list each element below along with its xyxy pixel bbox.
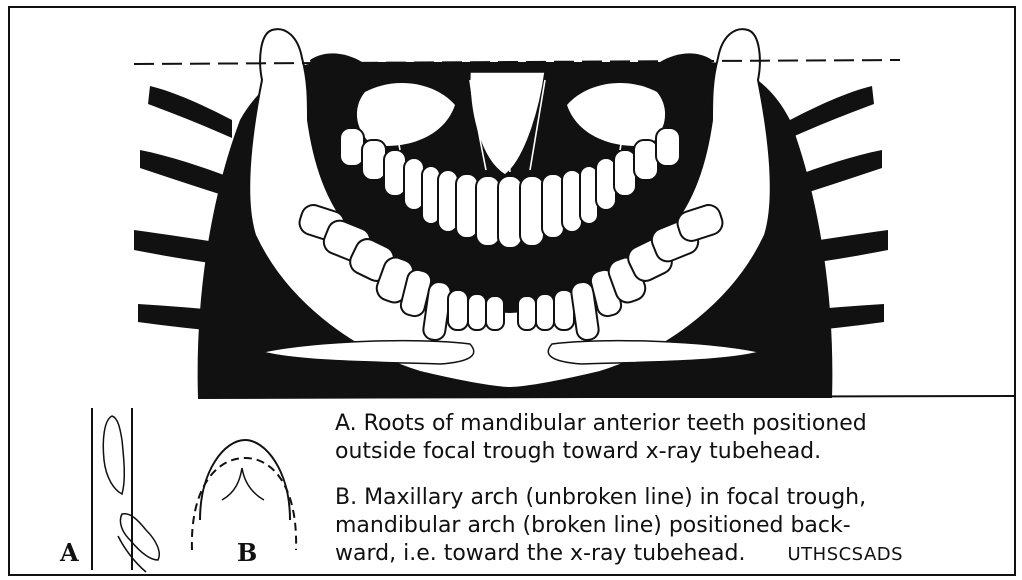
caption-b-line-1: B. Maxillary arch (unbroken line) in foc… [335, 484, 1005, 512]
caption-b-line-3: ward, i.e. toward the x-ray tubehead. UTH… [335, 540, 1005, 569]
incisor-lower-outline [120, 514, 159, 560]
incisor-upper-outline [103, 416, 124, 494]
caption-a-line-2: outside focal trough toward x-ray tubehe… [335, 438, 995, 466]
caption-b-line-3-text: ward, i.e. toward the x-ray tubehead. [335, 541, 745, 566]
label-a: A [60, 538, 79, 567]
credit-text: UTHSCSADS [787, 544, 903, 565]
label-b: B [237, 538, 257, 567]
caption-a-line-1: A. Roots of mandibular anterior teeth po… [335, 410, 995, 438]
caption-b-line-2: mandibular arch (broken line) positioned… [335, 512, 1005, 540]
inset-a [92, 408, 159, 572]
caption-a: A. Roots of mandibular anterior teeth po… [335, 410, 995, 466]
palate-curve [222, 468, 264, 500]
inset-b [192, 440, 296, 550]
caption-b: B. Maxillary arch (unbroken line) in foc… [335, 484, 1005, 569]
